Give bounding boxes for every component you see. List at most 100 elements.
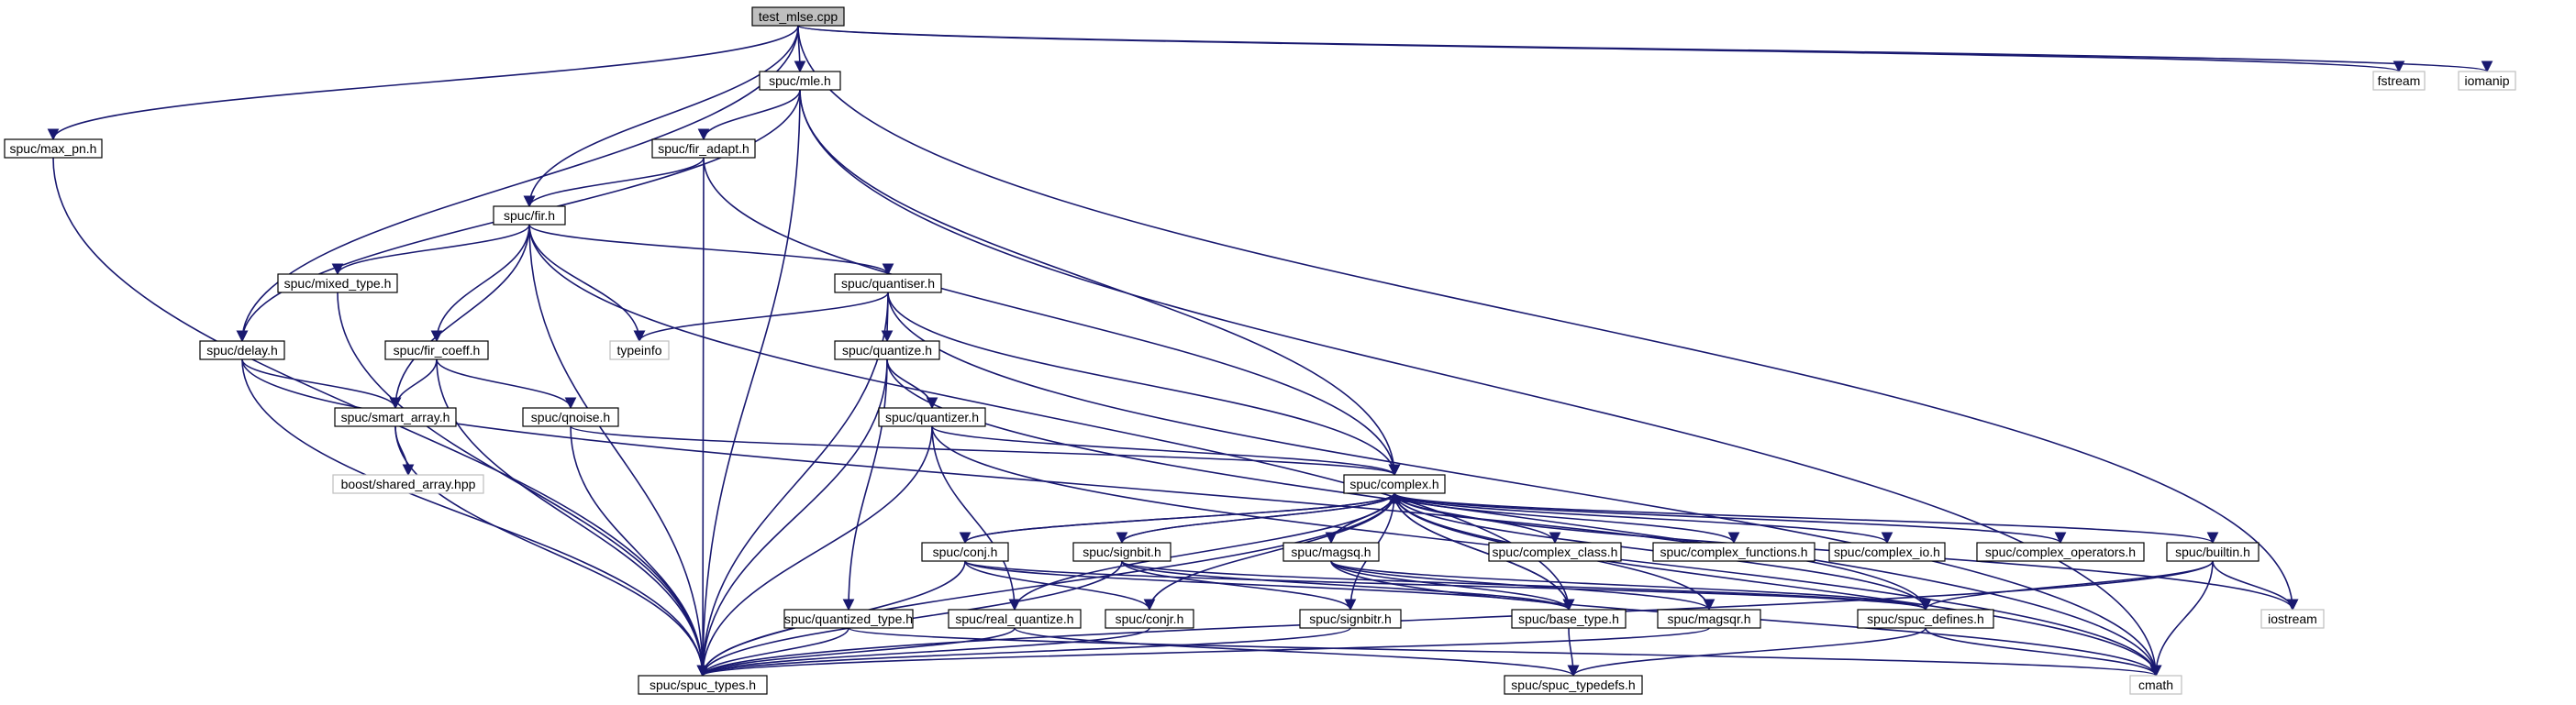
node-box: [1282, 542, 1380, 562]
node-label: spuc/delay.h: [206, 343, 278, 358]
edge-signbitr-to-spuc_types: [696, 627, 1351, 677]
edge-quantize-to-quantized_type: [842, 358, 888, 611]
edge-fir-to-quantiser: [528, 224, 894, 276]
node-box: [1511, 609, 1627, 629]
node-signbit[interactable]: spuc/signbit.h: [1072, 542, 1171, 562]
node-mle[interactable]: spuc/mle.h: [759, 71, 841, 91]
edge-complex-to-complex_io: [1393, 492, 1893, 545]
edge-spuc_defines-to-spuc_typedefs: [1567, 627, 1926, 677]
edge-fir-to-fir_coeff: [430, 224, 530, 343]
node-complex-io[interactable]: spuc/complex_io.h: [1828, 542, 1946, 562]
node-label: spuc/smart_array.h: [341, 410, 450, 424]
node-magsq[interactable]: spuc/magsq.h: [1282, 542, 1380, 562]
node-box: [334, 407, 457, 427]
edge-mle-to-spuc_types: [696, 89, 801, 677]
edge-complex-to-cmath: [1393, 492, 2162, 677]
node-max-pn[interactable]: spuc/max_pn.h: [4, 138, 103, 159]
node-label: spuc/quantiser.h: [841, 276, 935, 291]
node-iostream: iostream: [2260, 609, 2325, 629]
edge-conjr-to-spuc_types: [696, 627, 1150, 677]
node-label: cmath: [2138, 677, 2173, 692]
node-box: [609, 340, 670, 360]
node-complex-class[interactable]: spuc/complex_class.h: [1488, 542, 1622, 562]
edge-base_type-to-complex: [1388, 491, 1570, 611]
edge-test_mlse-to-iomanip: [797, 25, 2493, 73]
node-label: spuc/signbitr.h: [1309, 611, 1392, 626]
node-smart-array[interactable]: spuc/smart_array.h: [334, 407, 457, 427]
node-fir-coeff[interactable]: spuc/fir_coeff.h: [384, 340, 489, 360]
node-box: [1488, 542, 1622, 562]
node-conj[interactable]: spuc/conj.h: [921, 542, 1009, 562]
node-box: [1652, 542, 1815, 562]
node-real-quantize[interactable]: spuc/real_quantize.h: [948, 609, 1082, 629]
edge-fir_coeff-to-smart_array: [389, 358, 438, 410]
node-label: spuc/magsq.h: [1291, 545, 1371, 559]
node-complex-operators[interactable]: spuc/complex_operators.h: [1976, 542, 2145, 562]
node-builtin[interactable]: spuc/builtin.h: [2166, 542, 2260, 562]
edge-complex-to-complex_functions: [1393, 492, 1740, 545]
edge-quantiser-to-cmath: [887, 292, 2162, 677]
edge-signbit-to-complex: [1121, 491, 1401, 544]
node-label: boost/shared_array.hpp: [341, 477, 476, 491]
edge-delay-to-smart_array: [241, 358, 402, 410]
node-quantized-type[interactable]: spuc/quantized_type.h: [783, 609, 914, 629]
edge-real_quantize-to-spuc_typedefs: [1014, 627, 1580, 677]
node-complex-functions[interactable]: spuc/complex_functions.h: [1652, 542, 1815, 562]
node-base-type[interactable]: spuc/base_type.h: [1511, 609, 1627, 629]
edge-fir-to-base_type: [528, 224, 1575, 611]
edge-fir_coeff-to-qnoise: [436, 358, 577, 410]
node-mixed-type[interactable]: spuc/mixed_type.h: [277, 273, 398, 293]
node-box: [751, 6, 845, 27]
node-label: iomanip: [2464, 73, 2509, 88]
node-fir[interactable]: spuc/fir.h: [493, 205, 566, 226]
node-box: [199, 340, 285, 360]
node-label: spuc/quantize.h: [842, 343, 932, 358]
node-box: [2129, 675, 2182, 695]
node-test-mlse[interactable]: test_mlse.cpp: [751, 6, 845, 27]
edge-fir_adapt-to-complex: [703, 157, 1401, 477]
node-label: spuc/complex_io.h: [1834, 545, 1940, 559]
node-label: spuc/spuc_typedefs.h: [1511, 677, 1635, 692]
node-quantizer[interactable]: spuc/quantizer.h: [878, 407, 986, 427]
node-box: [1857, 609, 1994, 629]
edge-quantizer-to-real_quantize: [931, 425, 1021, 611]
edge-smart_array-to-spuc_types: [394, 425, 709, 677]
edge-conj-to-complex: [964, 491, 1401, 544]
edge-fir-to-smart_array: [389, 224, 530, 410]
node-delay[interactable]: spuc/delay.h: [199, 340, 285, 360]
node-spuc-defines[interactable]: spuc/spuc_defines.h: [1857, 609, 1994, 629]
edge-delay-to-spuc_types: [241, 358, 709, 677]
node-box: [834, 273, 942, 293]
node-fir-adapt[interactable]: spuc/fir_adapt.h: [651, 138, 756, 159]
node-label: spuc/spuc_defines.h: [1867, 611, 1984, 626]
node-box: [1657, 609, 1761, 629]
edge-test_mlse-to-fir: [523, 25, 799, 208]
edge-builtin-to-cmath: [2149, 560, 2214, 677]
node-label: spuc/max_pn.h: [10, 141, 97, 156]
node-spuc-typedefs[interactable]: spuc/spuc_typedefs.h: [1504, 675, 1643, 695]
node-conjr[interactable]: spuc/conjr.h: [1105, 609, 1194, 629]
node-quantize[interactable]: spuc/quantize.h: [834, 340, 940, 360]
node-cmath: cmath: [2129, 675, 2182, 695]
node-complex[interactable]: spuc/complex.h: [1343, 474, 1446, 494]
node-magsqr[interactable]: spuc/magsqr.h: [1657, 609, 1761, 629]
node-box: [2372, 71, 2426, 91]
node-signbitr[interactable]: spuc/signbitr.h: [1299, 609, 1402, 629]
node-label: typeinfo: [616, 343, 661, 358]
node-box: [2458, 71, 2516, 91]
node-box: [1504, 675, 1643, 695]
edge-quantized_type-to-cmath: [848, 627, 2161, 677]
edge-delay-to-spuc_defines: [241, 358, 1932, 611]
edge-qnoise-to-spuc_types: [570, 425, 709, 677]
node-spuc-types[interactable]: spuc/spuc_types.h: [638, 675, 768, 695]
node-label: spuc/complex_functions.h: [1660, 545, 1807, 559]
edge-complex-to-builtin: [1393, 492, 2218, 545]
node-label: spuc/complex.h: [1349, 477, 1438, 491]
node-box: [1343, 474, 1446, 494]
node-label: spuc/magsqr.h: [1667, 611, 1750, 626]
edge-builtin-to-iostream: [2212, 560, 2299, 611]
node-qnoise[interactable]: spuc/qnoise.h: [522, 407, 619, 427]
node-box: [638, 675, 768, 695]
node-boost-shared: boost/shared_array.hpp: [332, 474, 484, 494]
node-quantiser[interactable]: spuc/quantiser.h: [834, 273, 942, 293]
